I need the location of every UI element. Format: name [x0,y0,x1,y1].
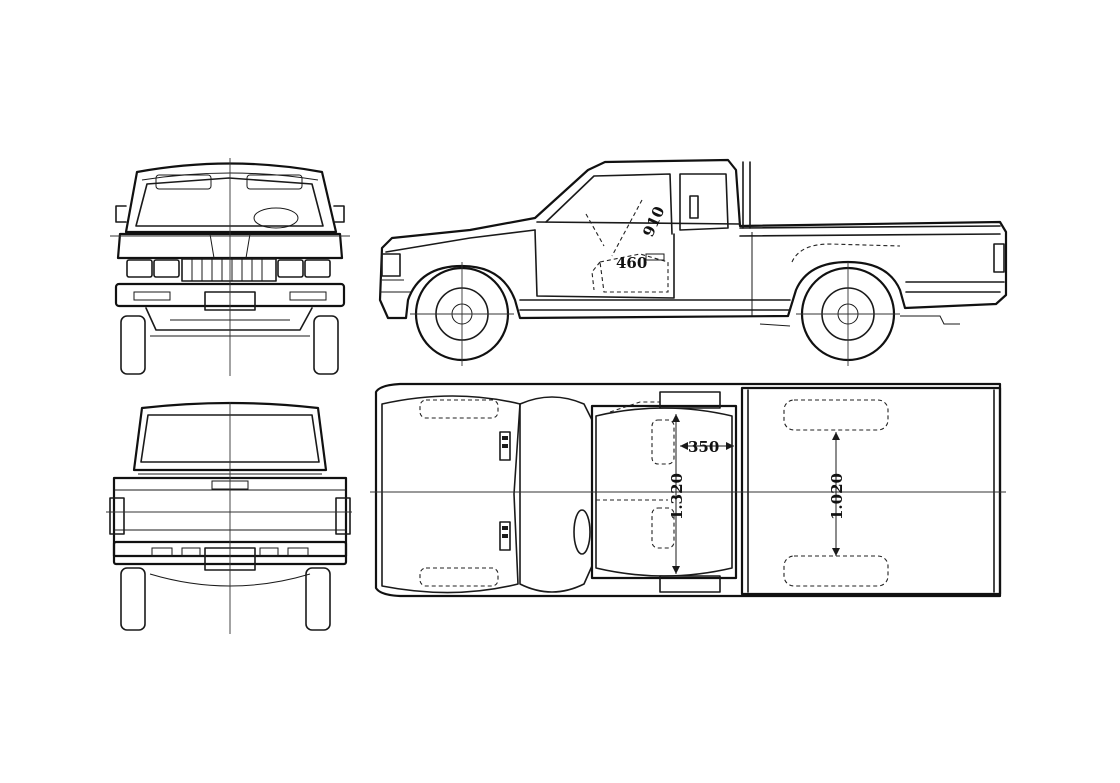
dim-headroom-910: 910 [639,204,668,240]
side-view: 910 460 [378,158,1008,366]
top-view: 1.020 1.320 350 [370,382,1006,598]
rear-view [106,401,352,634]
dim-seat-depth-350: 350 [688,438,719,456]
dim-bed-width-1020: 1.020 [828,473,846,520]
dim-seat-height-460: 460 [616,254,647,272]
dim-cab-width-1320: 1.320 [668,473,686,520]
front-view [110,158,350,376]
